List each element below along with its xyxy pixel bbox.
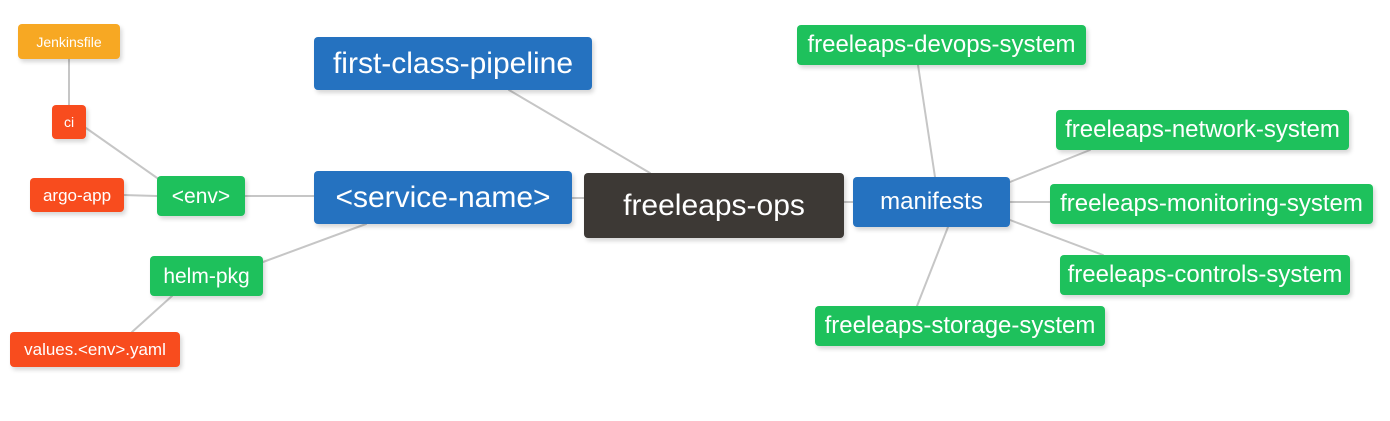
node-manifests[interactable]: manifests [853,177,1010,227]
node-devops-system[interactable]: freeleaps-devops-system [797,25,1086,65]
edge-valuesyaml-helmpkg [131,295,173,333]
edge-manifests-network [1009,149,1091,183]
edge-ci-env [85,127,161,181]
node-network-system[interactable]: freeleaps-network-system [1056,110,1349,150]
edge-argoapp-env [123,194,158,197]
node-argo-app[interactable]: argo-app [30,178,124,212]
node-controls-system[interactable]: freeleaps-controls-system [1060,255,1350,295]
node-env[interactable]: <env> [157,176,245,216]
edge-manifests-storage [916,226,949,307]
node-service-name[interactable]: <service-name> [314,171,572,224]
node-storage-system[interactable]: freeleaps-storage-system [815,306,1105,346]
edge-pipeline-ops [508,89,651,174]
node-freeleaps-ops[interactable]: freeleaps-ops [584,173,844,238]
node-ci[interactable]: ci [52,105,86,139]
edge-helmpkg-servicename [262,223,367,263]
edge-manifests-controls [1009,219,1104,256]
edge-manifests-devops [917,64,936,178]
node-helm-pkg[interactable]: helm-pkg [150,256,263,296]
node-values-yaml[interactable]: values.<env>.yaml [10,332,180,367]
node-jenkinsfile[interactable]: Jenkinsfile [18,24,120,59]
node-first-class-pipeline[interactable]: first-class-pipeline [314,37,592,90]
node-monitoring-system[interactable]: freeleaps-monitoring-system [1050,184,1373,224]
